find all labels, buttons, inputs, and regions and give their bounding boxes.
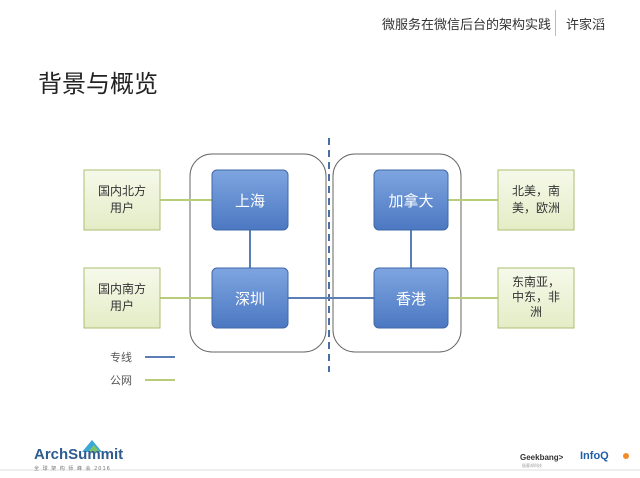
datacenter-shanghai: 上海 — [211, 169, 289, 231]
region-south-china: 国内南方用户 — [83, 267, 161, 329]
region-sea-mideast-africa: 东南亚，中东，非洲 — [497, 267, 575, 329]
datacenter-hongkong: 香港 — [373, 267, 449, 329]
legend-dedicated-line-label: 专线 — [110, 350, 132, 364]
region-north-china-label: 国内北方用户 — [98, 183, 146, 215]
region-americas-europe-label: 北美，南美，欧洲 — [512, 183, 560, 215]
slide-title: 背景与概览 — [38, 70, 158, 98]
infoq-logo-icon — [623, 453, 629, 459]
presentation-title: 微服务在微信后台的架构实践 — [382, 18, 552, 33]
datacenter-canada-label: 加拿大 — [388, 192, 433, 210]
datacenter-shenzhen-label: 深圳 — [235, 290, 265, 308]
legend-public-network-label: 公网 — [110, 374, 132, 387]
region-south-china-label: 国内南方用户 — [98, 281, 146, 313]
header-divider — [555, 10, 556, 36]
region-sea-mideast-africa-label: 东南亚，中东，非洲 — [512, 274, 560, 319]
infoq-logo: InfoQ — [580, 450, 609, 462]
archsummit-logo-subtitle: 全 球 架 构 师 峰 会 2016 — [34, 466, 111, 472]
datacenter-shenzhen: 深圳 — [211, 267, 289, 329]
presenter-name: 许家滔 — [566, 18, 606, 33]
overseas-cluster-frame — [332, 153, 462, 353]
archsummit-logo-icon — [82, 440, 102, 452]
datacenter-hongkong-label: 香港 — [396, 290, 426, 308]
archsummit-logo: ArchSummit — [34, 446, 124, 463]
domestic-cluster-frame — [189, 153, 327, 353]
datacenter-shanghai-label: 上海 — [235, 192, 265, 210]
region-americas-europe: 北美，南美，欧洲 — [497, 169, 575, 231]
datacenter-canada: 加拿大 — [373, 169, 449, 231]
geekbang-logo-subtitle: 极客邦科技 — [522, 463, 542, 468]
legend: 专线 公网 — [110, 350, 175, 387]
region-north-china: 国内北方用户 — [83, 169, 161, 231]
geekbang-logo: Geekbang> — [520, 453, 564, 462]
